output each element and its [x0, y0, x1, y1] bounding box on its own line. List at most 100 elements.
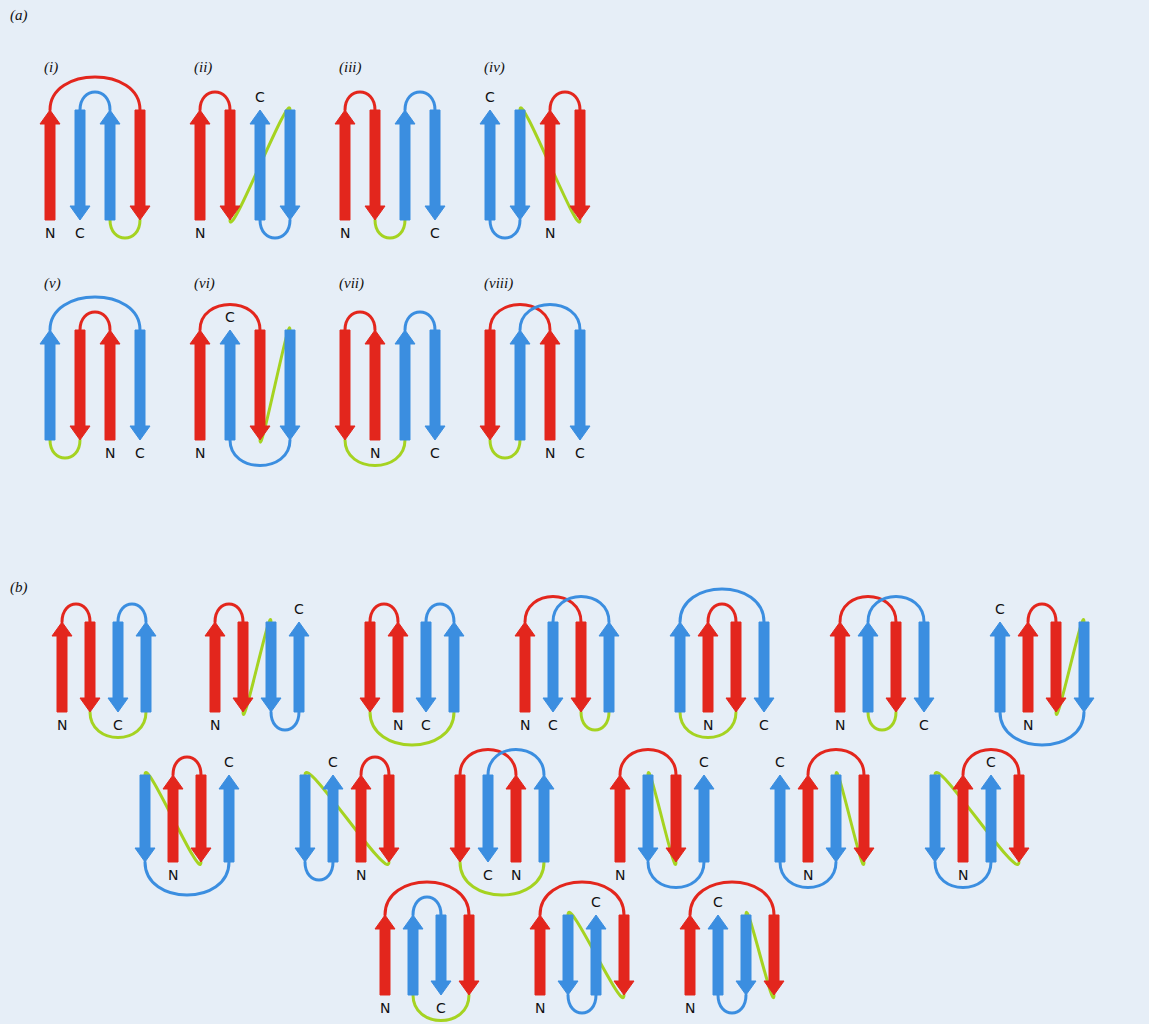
beta-strand — [100, 110, 120, 220]
terminus-label: N — [956, 867, 970, 883]
beta-strand — [135, 775, 155, 862]
loop-connection — [385, 882, 469, 915]
panel-numeral: (viii) — [484, 276, 513, 291]
beta-strand — [708, 915, 728, 995]
loop-connection — [426, 604, 454, 622]
beta-strand — [335, 110, 355, 220]
beta-strand — [40, 110, 60, 220]
beta-strand — [80, 622, 100, 712]
beta-strand — [515, 622, 535, 712]
beta-strand — [506, 775, 526, 862]
beta-strand — [108, 622, 128, 712]
loop-connection — [868, 712, 896, 730]
terminus-label: C — [917, 717, 931, 733]
loop-connection — [553, 597, 609, 623]
beta-strand — [163, 775, 183, 862]
loop-connection — [90, 712, 146, 738]
terminus-label: N — [533, 1000, 547, 1016]
loop-connection — [345, 312, 375, 330]
terminus-label: N — [43, 225, 57, 241]
loop-connection — [935, 772, 1019, 864]
beta-strand — [289, 622, 309, 712]
beta-strand — [220, 110, 240, 220]
beta-strand — [136, 622, 156, 712]
beta-strand — [764, 915, 784, 995]
loop-connection — [80, 92, 110, 110]
loop-connection — [568, 995, 596, 1013]
loop-connection — [935, 862, 991, 888]
panel-numeral: (vii) — [339, 276, 364, 291]
loop-connection — [405, 312, 435, 330]
beta-strand — [395, 330, 415, 440]
beta-strand — [40, 330, 60, 440]
terminus-label: N — [193, 225, 207, 241]
terminus-label: C — [546, 717, 560, 733]
beta-strand — [70, 330, 90, 440]
beta-strand — [403, 915, 423, 995]
loop-connection — [345, 92, 375, 110]
beta-strand — [365, 330, 385, 440]
terminus-label: C — [428, 225, 442, 241]
beta-strand — [480, 330, 500, 440]
beta-strand — [450, 775, 470, 862]
loop-connection — [405, 92, 435, 110]
terminus-label: N — [378, 1000, 392, 1016]
loop-connection — [215, 604, 243, 622]
beta-strand — [858, 622, 878, 712]
beta-strand — [416, 622, 436, 712]
terminus-label: C — [111, 717, 125, 733]
loop-connection — [145, 862, 229, 895]
beta-strand — [191, 775, 211, 862]
loop-connection — [581, 712, 609, 730]
loop-connection — [173, 757, 201, 775]
loop-connection — [62, 604, 90, 622]
terminus-label: N — [354, 867, 368, 883]
beta-strand — [70, 110, 90, 220]
beta-strand — [830, 622, 850, 712]
terminus-label: N — [391, 717, 405, 733]
beta-strand — [205, 622, 225, 712]
beta-strand — [666, 775, 686, 862]
beta-strand — [953, 775, 973, 862]
beta-strand — [100, 330, 120, 440]
terminus-label: N — [1021, 717, 1035, 733]
beta-strand — [250, 110, 270, 220]
terminus-label: N — [166, 867, 180, 883]
loop-connection — [260, 220, 290, 238]
terminus-label: C — [697, 754, 711, 770]
beta-strand — [478, 775, 498, 862]
loop-connection — [230, 108, 290, 222]
loop-connection — [271, 712, 299, 730]
beta-strand — [459, 915, 479, 995]
beta-strand — [854, 775, 874, 862]
beta-strand — [52, 622, 72, 712]
loop-connection — [490, 440, 520, 458]
terminus-label: N — [193, 445, 207, 461]
terminus-label: C — [419, 717, 433, 733]
beta-strand — [570, 110, 590, 220]
terminus-label: N — [509, 867, 523, 883]
terminus-label: N — [833, 717, 847, 733]
beta-strand — [638, 775, 658, 862]
terminus-label: N — [701, 717, 715, 733]
loop-connection — [80, 312, 110, 330]
terminus-label: C — [481, 867, 495, 883]
beta-strand — [510, 330, 530, 440]
loop-connection — [540, 882, 624, 915]
beta-strand — [540, 110, 560, 220]
beta-strand — [534, 775, 554, 862]
beta-strand — [770, 775, 790, 862]
panel-numeral: (a) — [10, 8, 28, 23]
beta-strand — [365, 110, 385, 220]
loop-connection — [200, 305, 260, 331]
terminus-label: N — [801, 867, 815, 883]
beta-strand — [425, 330, 445, 440]
beta-strand — [981, 775, 1001, 862]
loop-connection — [370, 604, 398, 622]
loop-connection — [110, 220, 140, 238]
beta-strand — [323, 775, 343, 862]
loop-connection — [568, 912, 624, 997]
beta-strand — [614, 915, 634, 995]
beta-strand — [219, 775, 239, 862]
beta-strand — [698, 622, 718, 712]
